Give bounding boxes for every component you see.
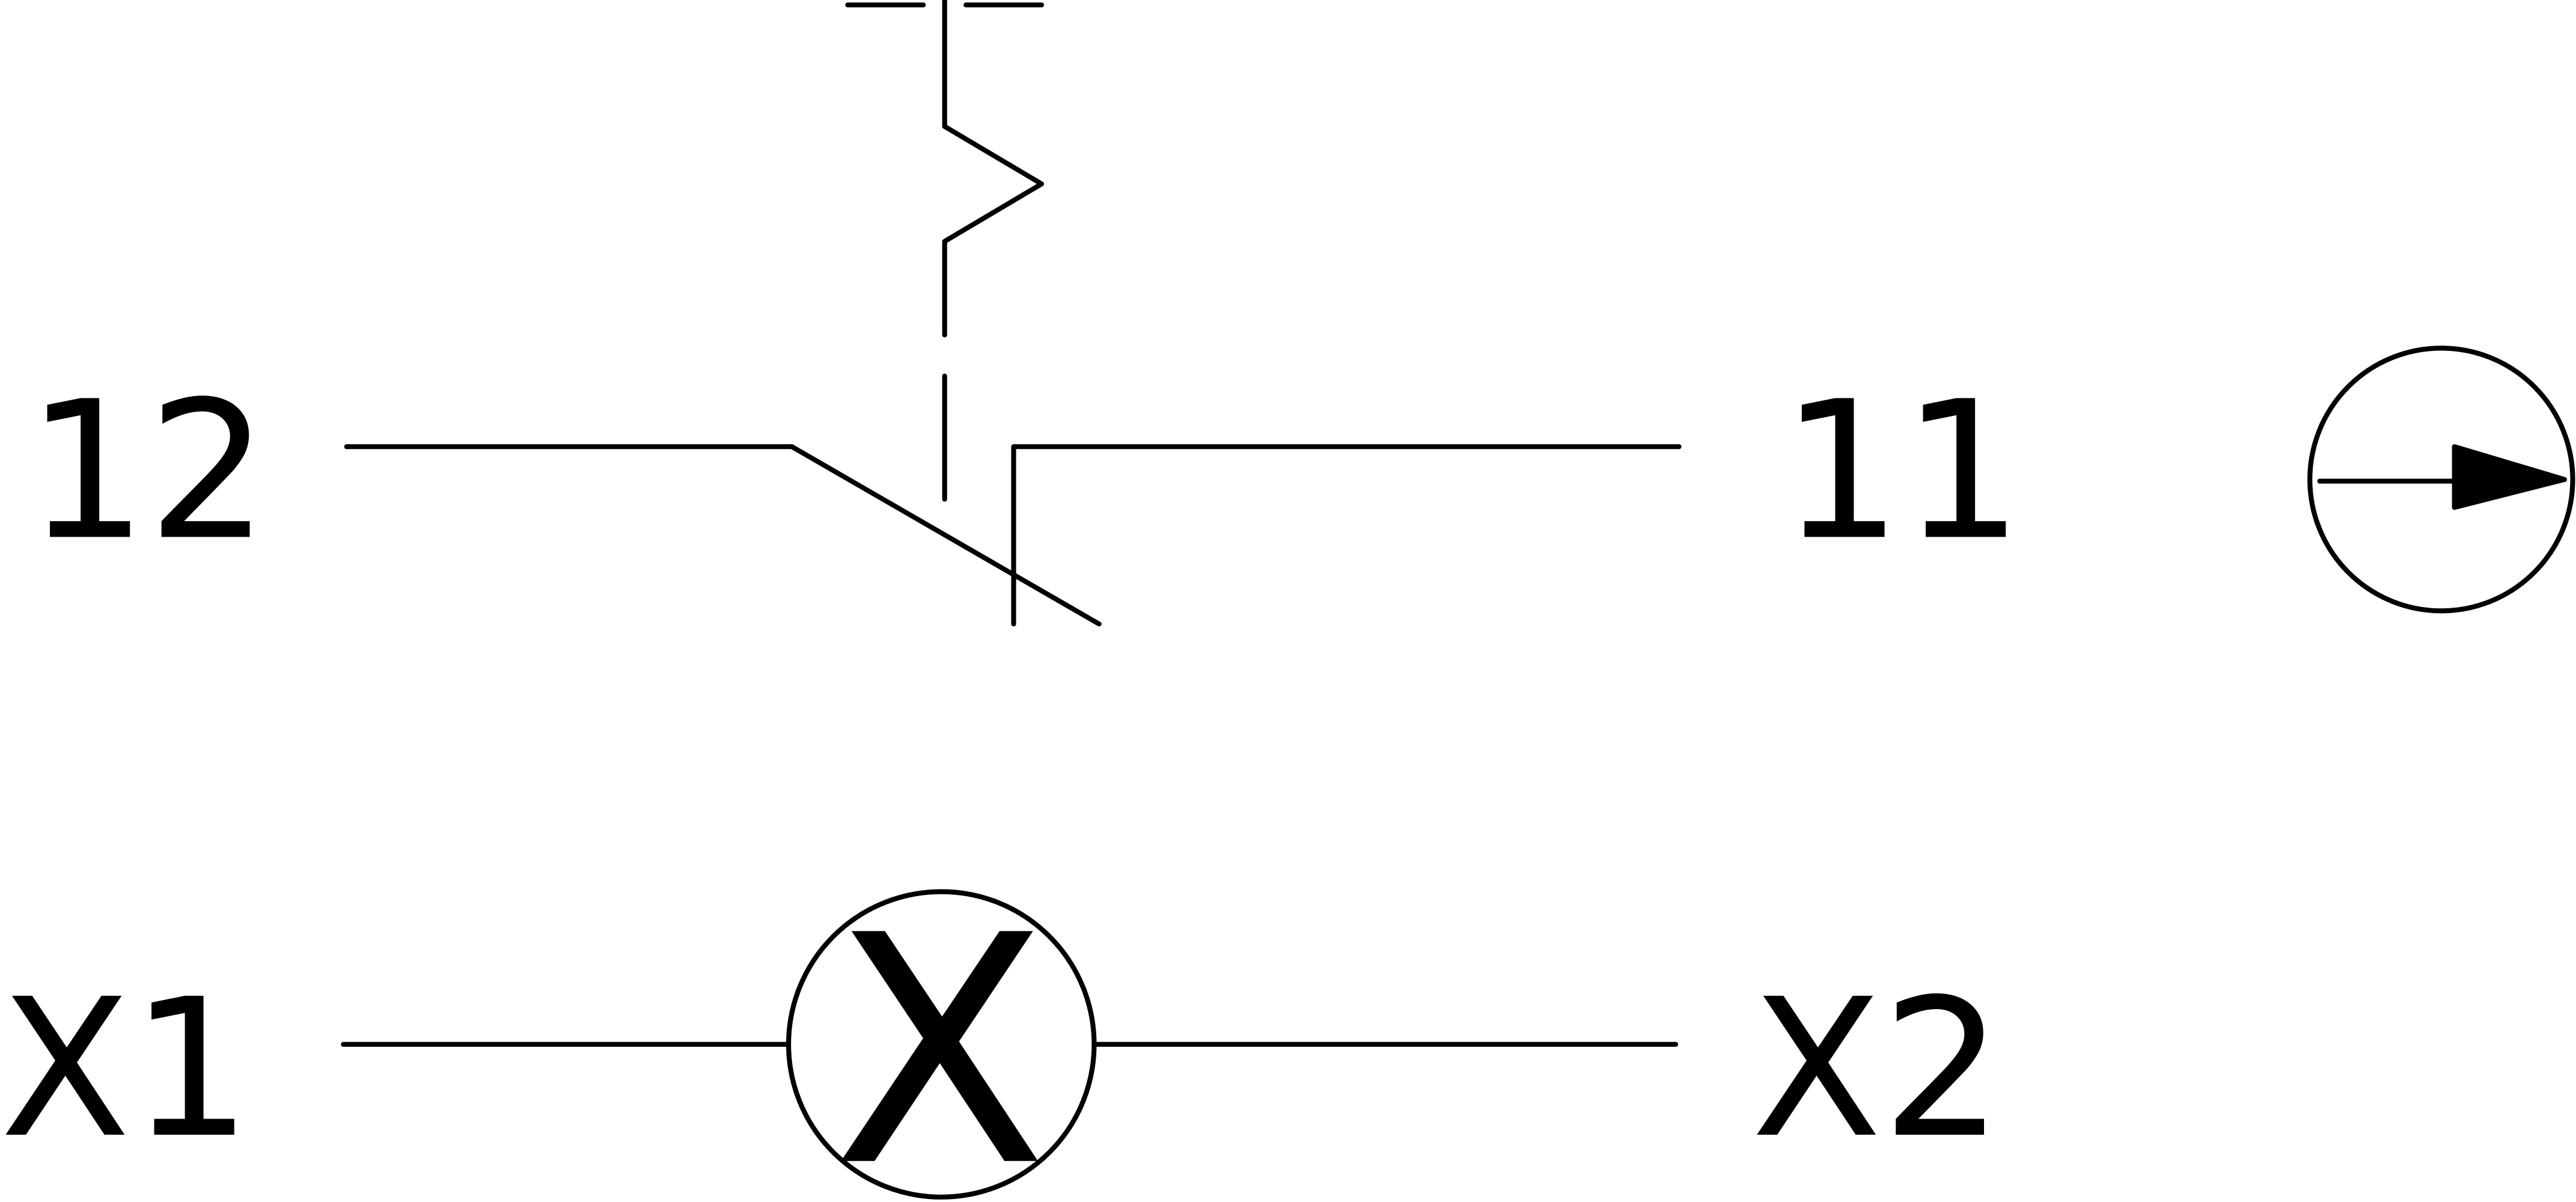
terminal-label-12: 12	[26, 361, 269, 582]
terminal-label-x2: X2	[1751, 958, 2003, 1180]
terminal-label-x1: X1	[0, 958, 252, 1180]
indicator-lamp	[341, 889, 1679, 1200]
normally-closed-contact	[344, 444, 1682, 627]
lamp-symbol: X	[832, 868, 1048, 1202]
rotation-direction-arrow-icon	[2307, 346, 2575, 614]
push-button-actuator-icon	[845, 0, 1045, 502]
contact-blade	[789, 444, 1102, 627]
terminal-label-11: 11	[1781, 361, 2023, 582]
wire-terminal-11	[1011, 444, 1682, 627]
